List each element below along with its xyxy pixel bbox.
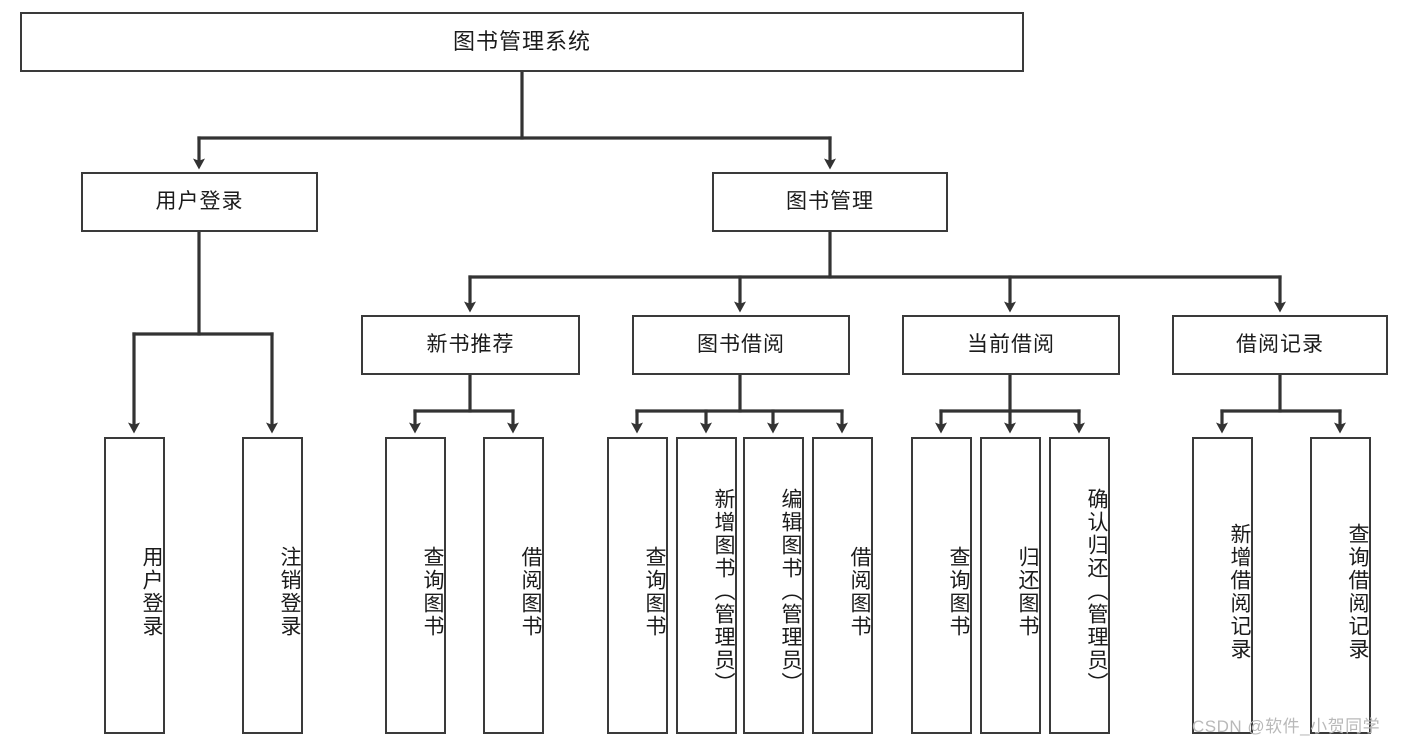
node-new-book-recommend[interactable]: 新书推荐 (361, 315, 580, 375)
node-user-login[interactable]: 用户登录 (81, 172, 318, 232)
node-book-borrow[interactable]: 图书借阅 (632, 315, 850, 375)
node-label: 图书借阅 (697, 333, 785, 357)
node-book-manage[interactable]: 图书管理 (712, 172, 948, 232)
node-leaf-logout-login[interactable]: 注销登录 (242, 437, 303, 734)
node-leaf-edit-book[interactable]: 编辑图书（管理员） (743, 437, 804, 734)
node-label: 图书管理系统 (452, 28, 591, 54)
node-leaf-add-book[interactable]: 新增图书（管理员） (676, 437, 737, 734)
node-label: 查询图书 (421, 545, 444, 638)
node-label: 编辑图书（管理员） (779, 488, 802, 695)
node-label: 查询图书 (947, 545, 970, 638)
node-leaf-query-record[interactable]: 查询借阅记录 (1310, 437, 1371, 734)
node-label: 新增借阅记录 (1228, 522, 1251, 661)
node-label: 查询图书 (643, 545, 666, 638)
node-label: 注销登录 (278, 545, 301, 638)
csdn-watermark: CSDN @软件_小贺同学 (1192, 717, 1381, 736)
node-leaf-confirm-return[interactable]: 确认归还（管理员） (1049, 437, 1110, 734)
node-label: 借阅图书 (848, 545, 871, 638)
node-label: 确认归还（管理员） (1085, 488, 1108, 695)
node-leaf-query-book-2[interactable]: 查询图书 (607, 437, 668, 734)
node-current-borrow[interactable]: 当前借阅 (902, 315, 1120, 375)
node-label: 新增图书（管理员） (712, 488, 735, 695)
node-leaf-add-record[interactable]: 新增借阅记录 (1192, 437, 1253, 734)
node-leaf-borrow-book-1[interactable]: 借阅图书 (483, 437, 544, 734)
node-label: 当前借阅 (967, 333, 1055, 357)
node-leaf-return-book[interactable]: 归还图书 (980, 437, 1041, 734)
node-leaf-query-book-3[interactable]: 查询图书 (911, 437, 972, 734)
node-leaf-query-book-1[interactable]: 查询图书 (385, 437, 446, 734)
node-label: 查询借阅记录 (1346, 522, 1369, 661)
node-label: 用户登录 (155, 190, 244, 214)
node-label: 用户登录 (140, 545, 163, 638)
node-root-book-management-system[interactable]: 图书管理系统 (20, 12, 1024, 72)
node-label: 新书推荐 (426, 333, 515, 357)
node-borrow-record[interactable]: 借阅记录 (1172, 315, 1388, 375)
node-label: 借阅记录 (1236, 333, 1324, 357)
node-leaf-borrow-book-2[interactable]: 借阅图书 (812, 437, 873, 734)
node-leaf-user-login[interactable]: 用户登录 (104, 437, 165, 734)
node-label: 图书管理 (786, 190, 874, 214)
node-label: 归还图书 (1016, 545, 1039, 638)
node-label: 借阅图书 (519, 545, 542, 638)
